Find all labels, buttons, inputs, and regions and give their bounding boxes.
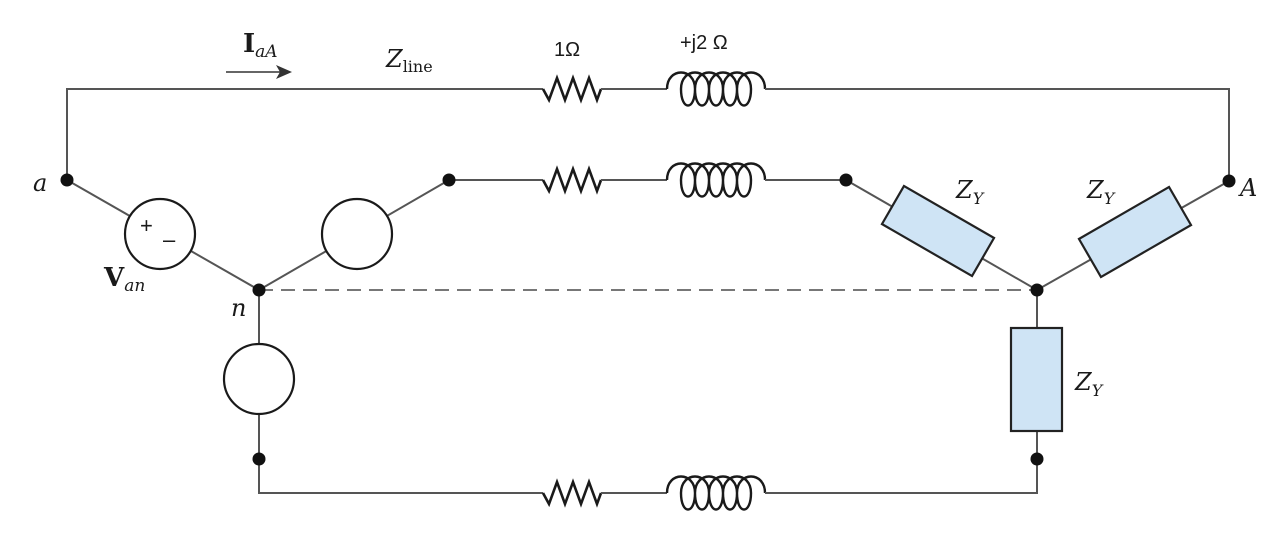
line-c-resistor <box>541 478 603 508</box>
node-N-dot <box>1030 283 1044 297</box>
line-phase-a <box>66 71 1230 181</box>
load-impedance-label-a: ZY <box>1086 176 1116 208</box>
line-phase-c <box>258 459 1038 511</box>
node-c-source-dot <box>252 452 266 466</box>
current-label: IaA <box>243 29 278 62</box>
node-A-dot <box>1222 174 1236 188</box>
voltage-source-c <box>222 342 296 416</box>
node-a-dot <box>60 173 74 187</box>
node-c-load-dot <box>1030 452 1044 466</box>
node-n-dot <box>252 283 266 297</box>
node-n-label: n <box>231 294 246 322</box>
load-impedance-a <box>1077 185 1193 279</box>
line-c-inductor <box>665 475 767 511</box>
load-impedance-label-b: ZY <box>955 176 985 208</box>
node-b-load-dot <box>839 173 853 187</box>
node-b-source-dot <box>442 173 456 187</box>
line-b-resistor <box>541 165 603 195</box>
line-b-inductor <box>665 162 767 198</box>
load-impedance-b <box>880 184 996 278</box>
voltage-source-b <box>320 197 394 271</box>
polarity-minus: – <box>163 227 176 252</box>
load-wye <box>845 179 1230 459</box>
inductor-value-label: +j2 Ω <box>680 32 728 54</box>
line-a-inductor <box>665 71 767 107</box>
source-wye <box>66 179 450 459</box>
resistor-value-label: 1Ω <box>554 39 580 61</box>
node-a-label: a <box>33 169 47 197</box>
load-impedance-c <box>1009 326 1064 433</box>
load-impedance-label-c: ZY <box>1074 368 1104 400</box>
source-voltage-label: Van <box>103 263 145 296</box>
line-phase-b <box>449 162 846 198</box>
line-impedance-label: Zline <box>385 45 433 76</box>
current-arrow-icon <box>226 65 292 79</box>
polarity-plus: + <box>140 213 153 238</box>
node-A-label: A <box>1238 174 1257 202</box>
voltage-source-a <box>123 197 197 271</box>
line-a-resistor <box>541 74 603 104</box>
